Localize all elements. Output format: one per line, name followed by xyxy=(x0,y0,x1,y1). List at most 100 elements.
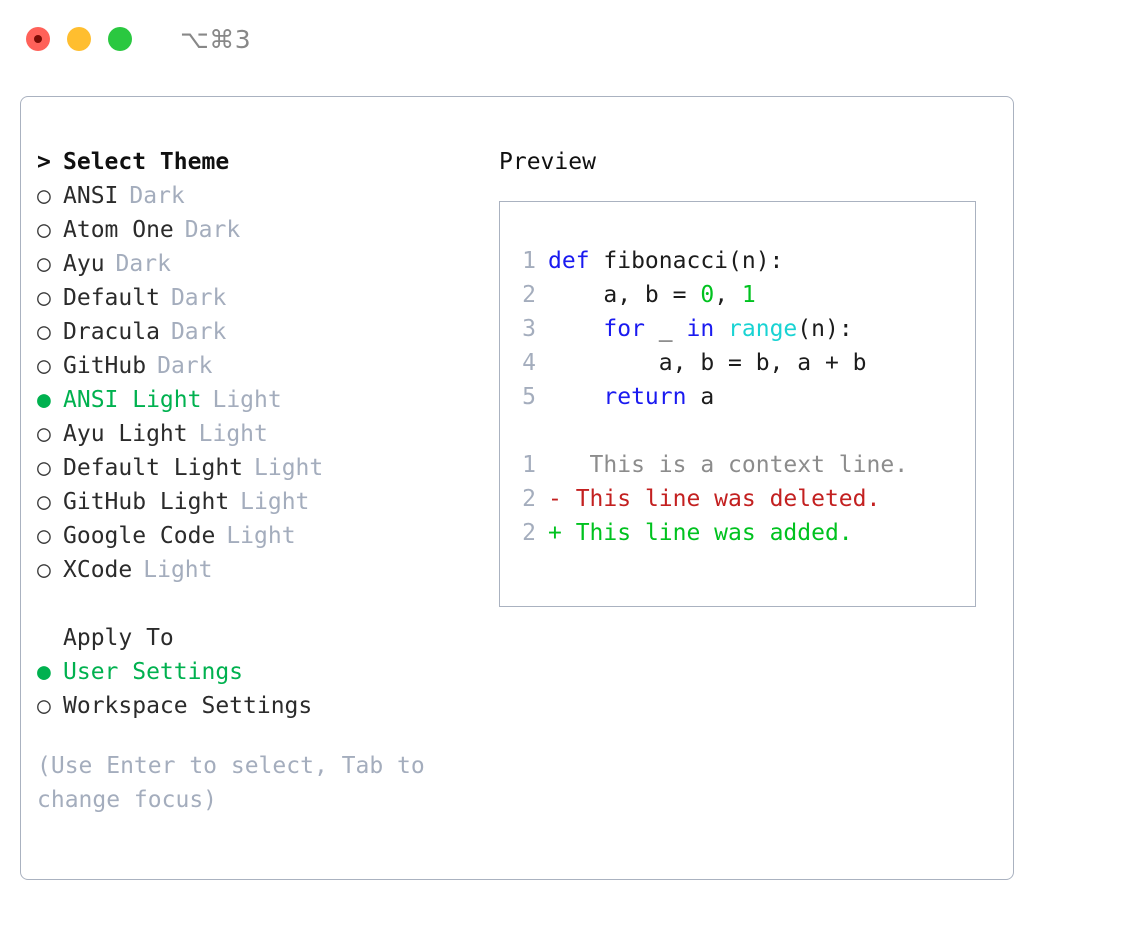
line-number: 1 xyxy=(522,248,536,274)
radio-unselected-icon[interactable]: ○ xyxy=(37,319,51,345)
radio-unselected-icon[interactable]: ○ xyxy=(37,217,51,243)
theme-name: Ayu xyxy=(63,251,105,277)
theme-list-item[interactable]: ○ Ayu Light Light xyxy=(37,417,477,451)
radio-unselected-icon[interactable]: ○ xyxy=(37,455,51,481)
diff-line: 1 This is a context line. xyxy=(514,448,975,482)
diff-content: This is a context line. xyxy=(561,452,909,478)
radio-selected-icon[interactable]: ● xyxy=(37,387,51,413)
theme-kind-badge: Light xyxy=(226,523,296,549)
code-token-plain xyxy=(548,384,603,410)
radio-unselected-icon[interactable]: ○ xyxy=(37,523,51,549)
diff-text: This is a context line. xyxy=(548,448,909,482)
theme-kind-badge: Dark xyxy=(115,251,171,277)
code-token-kw: def xyxy=(548,248,590,274)
theme-name: Google Code xyxy=(63,523,216,549)
close-button[interactable] xyxy=(26,27,50,51)
minimize-button[interactable] xyxy=(67,27,91,51)
radio-unselected-icon[interactable]: ○ xyxy=(37,285,51,311)
code-token-plain: _ xyxy=(644,316,687,342)
apply-to-list: ●User Settings○Workspace Settings xyxy=(37,655,477,723)
code-line: 1 def fibonacci(n): xyxy=(514,244,975,278)
theme-kind-badge: Dark xyxy=(170,285,227,311)
theme-name: Atom One xyxy=(63,217,174,243)
theme-name: Ayu Light xyxy=(63,421,188,447)
code-text: def fibonacci(n): xyxy=(548,244,783,278)
theme-kind-badge: Light xyxy=(198,421,268,447)
code-token-plain: a, b = xyxy=(548,282,701,308)
theme-name: Default xyxy=(63,285,160,311)
code-token-plain: a xyxy=(686,384,715,410)
diff-preview: 1 This is a context line. 2 - This line wa… xyxy=(514,448,975,550)
code-line: 2 a, b = 0, 1 xyxy=(514,278,975,312)
apply-to-label: Apply To xyxy=(63,625,174,651)
select-theme-title: Select Theme xyxy=(63,149,230,175)
radio-unselected-icon[interactable]: ○ xyxy=(37,421,51,447)
code-line: 5 return a xyxy=(514,380,975,414)
code-token-plain: fibonacci(n): xyxy=(589,248,784,274)
code-line: 3 for _ in range(n): xyxy=(514,312,975,346)
theme-name: XCode xyxy=(63,557,133,583)
theme-list-item[interactable]: ○ Default Dark xyxy=(37,281,477,315)
code-token-num: 1 xyxy=(741,282,756,308)
theme-list-item[interactable]: ○ GitHub Light Light xyxy=(37,485,477,519)
apply-to-option[interactable]: ○Workspace Settings xyxy=(37,689,477,723)
diff-content: This line was deleted. xyxy=(561,486,881,512)
theme-name: GitHub Light xyxy=(63,489,230,515)
code-token-kw: in xyxy=(686,316,715,342)
radio-unselected-icon[interactable]: ○ xyxy=(37,557,51,583)
line-number: 2 xyxy=(522,486,536,512)
diff-marker xyxy=(548,452,562,478)
code-token-kw: for xyxy=(603,316,645,342)
theme-name: GitHub xyxy=(63,353,147,379)
theme-kind-badge: Dark xyxy=(129,183,185,209)
theme-list-item[interactable]: ○ Dracula Dark xyxy=(37,315,477,349)
code-token-num: 0 xyxy=(700,282,715,308)
code-text: return a xyxy=(548,380,714,414)
close-icon xyxy=(34,35,42,43)
radio-unselected-icon[interactable]: ○ xyxy=(37,693,51,719)
radio-selected-icon[interactable]: ● xyxy=(37,659,51,685)
list-spacer xyxy=(37,587,477,621)
maximize-button[interactable] xyxy=(108,27,132,51)
line-number: 2 xyxy=(522,520,536,546)
line-number: 5 xyxy=(522,384,536,410)
select-theme-header: > Select Theme xyxy=(37,145,477,179)
radio-unselected-icon[interactable]: ○ xyxy=(37,489,51,515)
diff-line: 2 - This line was deleted. xyxy=(514,482,975,516)
line-number: 1 xyxy=(522,452,536,478)
apply-to-option[interactable]: ●User Settings xyxy=(37,655,477,689)
radio-unselected-icon[interactable]: ○ xyxy=(37,183,51,209)
theme-kind-badge: Light xyxy=(240,489,310,515)
title-bar: ⌥⌘3 xyxy=(0,0,1140,78)
radio-unselected-icon[interactable]: ○ xyxy=(37,251,51,277)
window-controls xyxy=(26,27,132,51)
theme-list-item[interactable]: ○ Ayu Dark xyxy=(37,247,477,281)
theme-list-item[interactable]: ○ Default Light Light xyxy=(37,451,477,485)
theme-name: Default Light xyxy=(63,455,244,481)
code-token-plain: , xyxy=(714,282,742,308)
diff-text: - This line was deleted. xyxy=(548,482,880,516)
radio-unselected-icon[interactable]: ○ xyxy=(37,353,51,379)
theme-kind-badge: Light xyxy=(212,387,282,413)
preview-title: Preview xyxy=(499,149,596,175)
theme-kind-badge: Dark xyxy=(170,319,227,345)
code-token-plain xyxy=(714,316,728,342)
theme-name: Dracula xyxy=(63,319,160,345)
code-text: a, b = 0, 1 xyxy=(548,278,756,312)
diff-line: 2+ This line was added. xyxy=(514,516,975,550)
theme-kind-badge: Light xyxy=(254,455,324,481)
keyboard-hint: (Use Enter to select, Tab to change focu… xyxy=(37,753,425,813)
code-token-fn: range xyxy=(728,316,798,342)
theme-list-item[interactable]: ○ Google Code Light xyxy=(37,519,477,553)
code-token-plain: (n): xyxy=(797,316,853,342)
